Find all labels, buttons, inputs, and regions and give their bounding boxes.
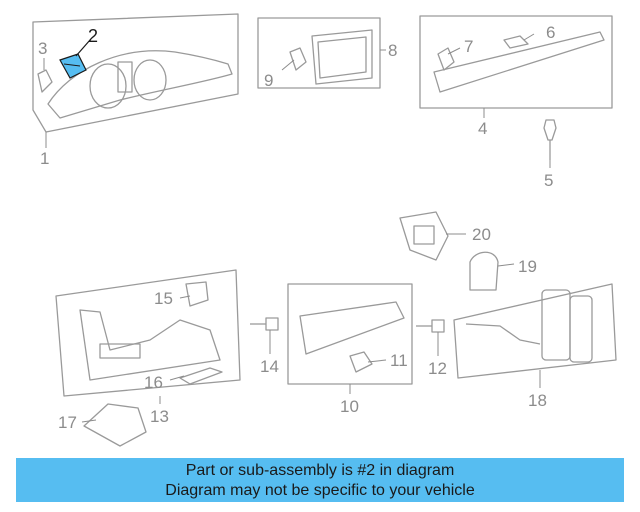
callout-9: 9 <box>264 71 273 90</box>
callout-19: 19 <box>518 257 537 276</box>
callout-18: 18 <box>528 391 547 410</box>
panel-box-10 <box>287 283 413 385</box>
callout-10: 10 <box>340 397 359 416</box>
bracket-part-17 <box>83 403 147 447</box>
callout-7: 7 <box>464 37 473 56</box>
notice-banner: Part or sub-assembly is #2 in diagram Di… <box>16 458 624 502</box>
callout-6: 6 <box>546 23 555 42</box>
highlighted-part-2[interactable] <box>59 53 87 79</box>
callout-17: 17 <box>58 413 77 432</box>
callout-4: 4 <box>478 119 487 138</box>
callout-14: 14 <box>260 357 279 376</box>
panel-box-13 <box>55 269 241 397</box>
callout-12: 12 <box>428 359 447 378</box>
panel-box-8 <box>257 17 381 89</box>
panel-box-4 <box>419 15 613 109</box>
cover-part-19 <box>469 251 499 291</box>
callout-1: 1 <box>40 149 49 168</box>
bracket-part-20 <box>399 211 449 261</box>
callout-5: 5 <box>544 171 553 190</box>
panel-box-1 <box>32 13 239 133</box>
callout-16: 16 <box>144 373 163 392</box>
callout-8: 8 <box>388 41 397 60</box>
screw-part-5 <box>543 119 557 160</box>
callout-20: 20 <box>472 225 491 244</box>
banner-line-2: Diagram may not be specific to your vehi… <box>165 482 475 499</box>
callout-3: 3 <box>38 39 47 58</box>
panel-box-18 <box>453 283 617 379</box>
bolt-part-14 <box>250 317 279 331</box>
callout-15: 15 <box>154 289 173 308</box>
banner-line-1: Part or sub-assembly is #2 in diagram <box>185 462 455 479</box>
callout-2[interactable]: 2 <box>88 26 98 46</box>
callout-13: 13 <box>150 407 169 426</box>
bolt-part-12 <box>416 319 445 333</box>
callout-11: 11 <box>390 351 408 370</box>
